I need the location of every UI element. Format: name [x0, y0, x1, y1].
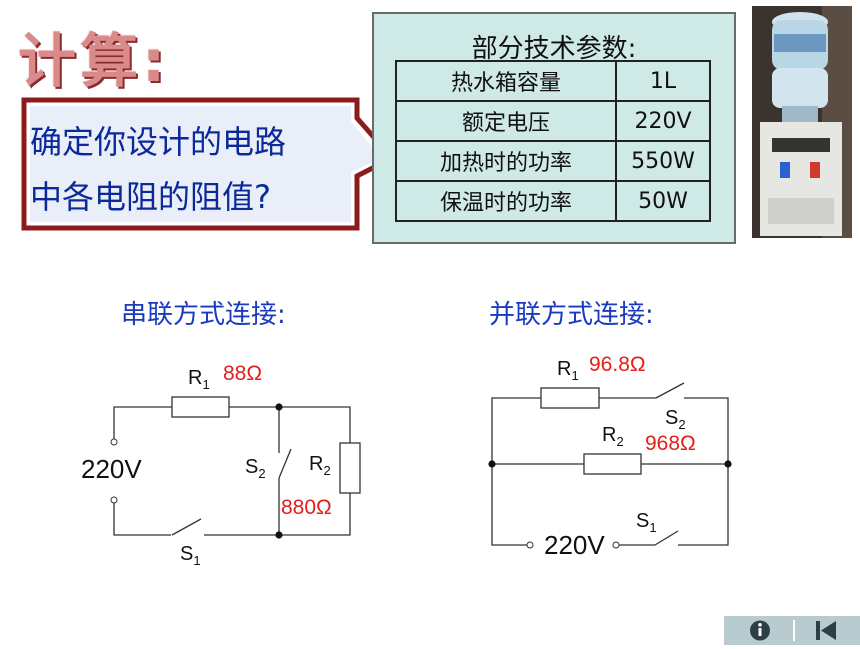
junction-node: [724, 460, 732, 468]
terminal-top: [110, 438, 118, 446]
switch-s1-blade: [654, 530, 679, 546]
water-dispenser-photo: [752, 6, 852, 238]
spec-value: 550W: [615, 140, 711, 182]
page-title: 计算:: [18, 27, 170, 95]
r2-label: R2: [602, 424, 624, 449]
series-heading: 串联方式连接:: [121, 300, 286, 330]
spec-label: 加热时的功率: [395, 140, 617, 182]
r2-value: 968Ω: [645, 432, 696, 455]
r2-value: 880Ω: [281, 496, 332, 519]
voltage-label: 220V: [81, 454, 142, 484]
wire: [491, 397, 541, 546]
resistor-r1: [171, 396, 230, 418]
resistor-r2: [339, 442, 361, 494]
spec-value: 1L: [615, 60, 711, 102]
switch-s1-blade: [171, 518, 202, 536]
terminal-bottom: [110, 496, 118, 504]
s1-label: S1: [636, 510, 657, 535]
r2-label: R2: [309, 453, 331, 478]
wire: [678, 397, 729, 546]
info-icon[interactable]: [750, 620, 770, 641]
spec-title: 部分技术参数:: [471, 34, 637, 64]
junction-node: [275, 403, 283, 411]
parallel-heading: 并联方式连接:: [489, 300, 654, 330]
spec-value: 220V: [615, 100, 711, 142]
slide-nav-bar: [724, 616, 860, 645]
question-line-2: 中各电阻的阻值?: [30, 178, 271, 216]
terminal-left: [526, 541, 534, 549]
r1-value: 88Ω: [223, 362, 262, 385]
r1-value: 96.8Ω: [589, 353, 646, 376]
skip-back-icon[interactable]: [816, 621, 836, 640]
s1-label: S1: [180, 543, 201, 568]
resistor-r2: [583, 453, 642, 475]
junction-node: [275, 531, 283, 539]
s2-label: S2: [665, 407, 686, 432]
question-line-1: 确定你设计的电路: [30, 123, 287, 161]
r1-label: R1: [188, 367, 210, 392]
wire: [229, 406, 351, 443]
switch-s2-blade: [278, 448, 292, 479]
wire: [113, 406, 172, 440]
spec-label: 热水箱容量: [395, 60, 617, 102]
junction-node: [488, 460, 496, 468]
resistor-r1: [540, 387, 600, 409]
s2-label: S2: [245, 456, 266, 481]
r1-label: R1: [557, 358, 579, 383]
wire: [113, 502, 171, 536]
switch-s2-blade: [655, 382, 685, 399]
spec-label: 保温时的功率: [395, 180, 617, 222]
spec-value: 50W: [615, 180, 711, 222]
terminal-right: [612, 541, 620, 549]
wire: [279, 493, 351, 536]
voltage-label: 220V: [544, 530, 605, 560]
spec-label: 额定电压: [395, 100, 617, 142]
